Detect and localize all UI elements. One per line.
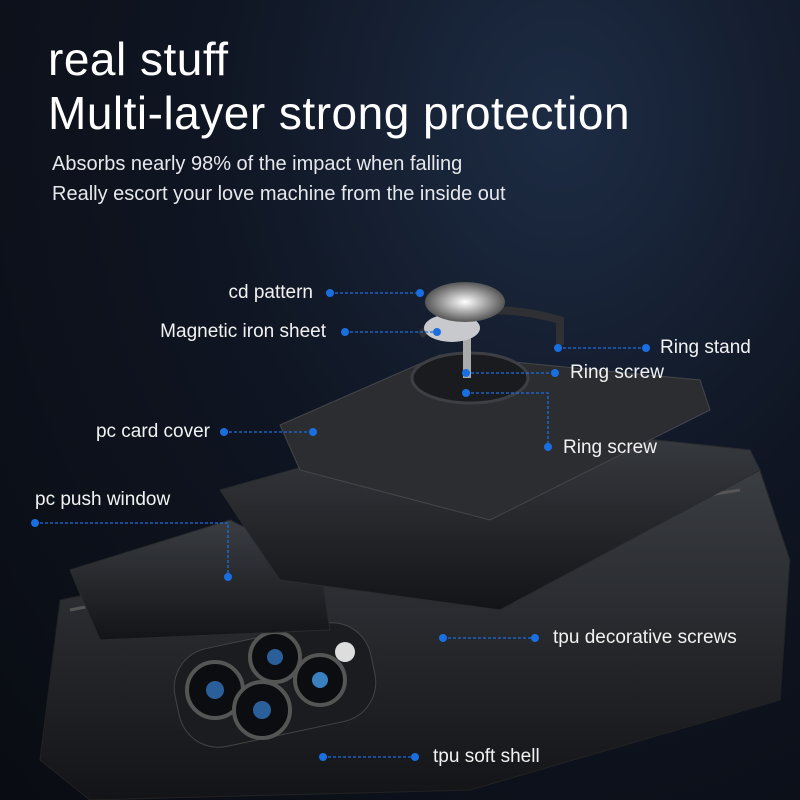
callout-dots (31, 289, 650, 761)
headline-line-1: real stuff (48, 33, 229, 85)
callout-tpu-soft-shell: tpu soft shell (433, 746, 540, 767)
callout-tpu-decorative-screws: tpu decorative screws (553, 627, 737, 648)
callout-ring-stand: Ring stand (660, 337, 751, 358)
callout-pc-card-cover: pc card cover (95, 421, 210, 442)
subtitle-line-1: Absorbs nearly 98% of the impact when fa… (52, 153, 463, 175)
callout-ring-screw-lower: Ring screw (563, 437, 657, 458)
callout-magnetic-iron-sheet: Magnetic iron sheet (160, 321, 326, 342)
callout-pc-push-window: pc push window (35, 489, 171, 510)
callout-ring-screw: Ring screw (570, 362, 664, 383)
callout-cd-pattern: cd pattern (228, 282, 314, 303)
callout-lines (35, 292, 646, 758)
headline-line-2: Multi-layer strong protection (48, 87, 631, 139)
cd-pattern-disc (425, 282, 505, 322)
subtitle-line-2: Really escort your love machine from the… (52, 183, 506, 205)
